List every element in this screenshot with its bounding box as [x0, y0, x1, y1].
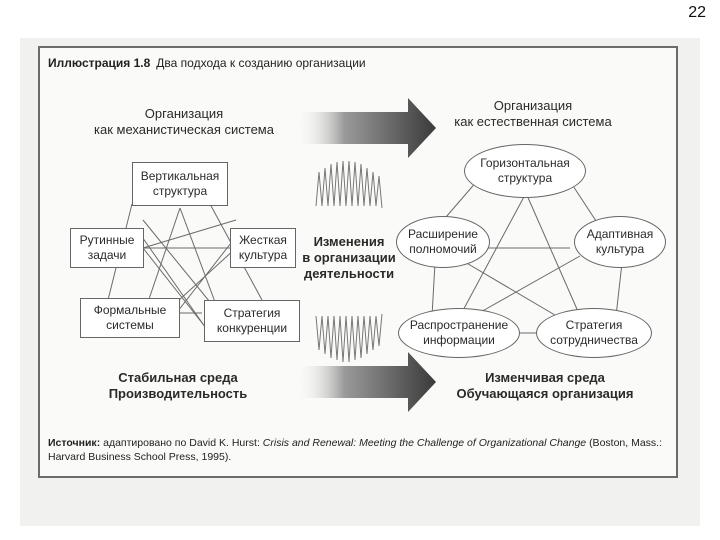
- bottom-arrow: [295, 352, 436, 412]
- left-footer: Стабильная среда Производительность: [98, 370, 258, 402]
- right-footer-line1: Изменчивая среда: [485, 370, 605, 385]
- node-vertical-structure-line1: Вертикальная: [140, 169, 220, 183]
- source-text1: адаптировано по David K. Hurst:: [103, 437, 260, 449]
- right-heading-line2: как естественная система: [454, 114, 612, 129]
- node-adaptive-culture-line2: культура: [595, 242, 645, 256]
- middle-change-line1: Изменения: [313, 234, 385, 249]
- source-note: Источник: адаптировано по David K. Hurst…: [48, 436, 672, 464]
- right-footer-line2: Обучающаяся организация: [456, 386, 634, 401]
- node-vertical-structure-line2: структура: [152, 184, 208, 198]
- node-information-sharing-line2: информации: [423, 333, 495, 347]
- left-footer-line2: Производительность: [108, 386, 248, 401]
- right-heading-line1: Организация: [493, 98, 573, 113]
- node-empowerment-line1: Расширение: [408, 227, 478, 241]
- source-text2: (Boston, Mass.: Harvard Business School …: [48, 437, 663, 463]
- node-cooperation-strategy-line1: Стратегия: [565, 318, 623, 332]
- illustration-caption: Два подхода к созданию организации: [156, 56, 366, 70]
- bottom-zigzag: [315, 313, 383, 363]
- node-rigid-culture-line1: Жесткая: [239, 233, 287, 247]
- left-heading-line1: Организация: [144, 106, 224, 121]
- middle-change-label: Изменения в организации деятельности: [302, 234, 396, 282]
- right-footer: Изменчивая среда Обучающаяся организация: [450, 370, 640, 402]
- middle-change-line2: в организации: [302, 250, 396, 265]
- node-adaptive-culture-line1: Адаптивная: [586, 227, 654, 241]
- node-routine-tasks-line1: Рутинные: [79, 233, 135, 247]
- node-competition-strategy-line2: конкуренции: [216, 321, 288, 335]
- node-cooperation-strategy-line2: сотрудничества: [550, 333, 638, 347]
- left-footer-line1: Стабильная среда: [118, 370, 238, 385]
- node-empowerment-line2: полномочий: [409, 242, 477, 256]
- node-formal-systems-line1: Формальные: [93, 303, 167, 317]
- source-title: Crisis and Renewal: Meeting the Challeng…: [262, 437, 587, 449]
- top-zigzag: [315, 160, 383, 209]
- left-heading-line2: как механистическая система: [94, 122, 274, 137]
- node-horizontal-structure-line1: Горизонтальная: [480, 156, 570, 170]
- node-rigid-culture-line2: культура: [238, 248, 288, 262]
- right-heading: Организация как естественная система: [448, 98, 618, 130]
- node-routine-tasks-line2: задачи: [87, 248, 127, 262]
- node-formal-systems-line2: системы: [106, 318, 154, 332]
- node-information-sharing-line1: Распространение: [409, 318, 509, 332]
- illustration-panel: Иллюстрация 1.8 Два подхода к созданию ор…: [38, 46, 678, 478]
- node-horizontal-structure-line2: структура: [497, 171, 553, 185]
- illustration-label: Иллюстрация 1.8: [48, 56, 151, 70]
- source-label: Источник:: [48, 437, 101, 449]
- left-heading: Организация как механистическая система: [94, 106, 274, 138]
- node-competition-strategy-line1: Стратегия: [223, 306, 281, 320]
- page-number: 22: [688, 4, 706, 21]
- middle-change-line3: деятельности: [303, 266, 395, 281]
- top-arrow: [295, 98, 436, 158]
- illustration-title: Иллюстрация 1.8 Два подхода к созданию ор…: [48, 56, 366, 70]
